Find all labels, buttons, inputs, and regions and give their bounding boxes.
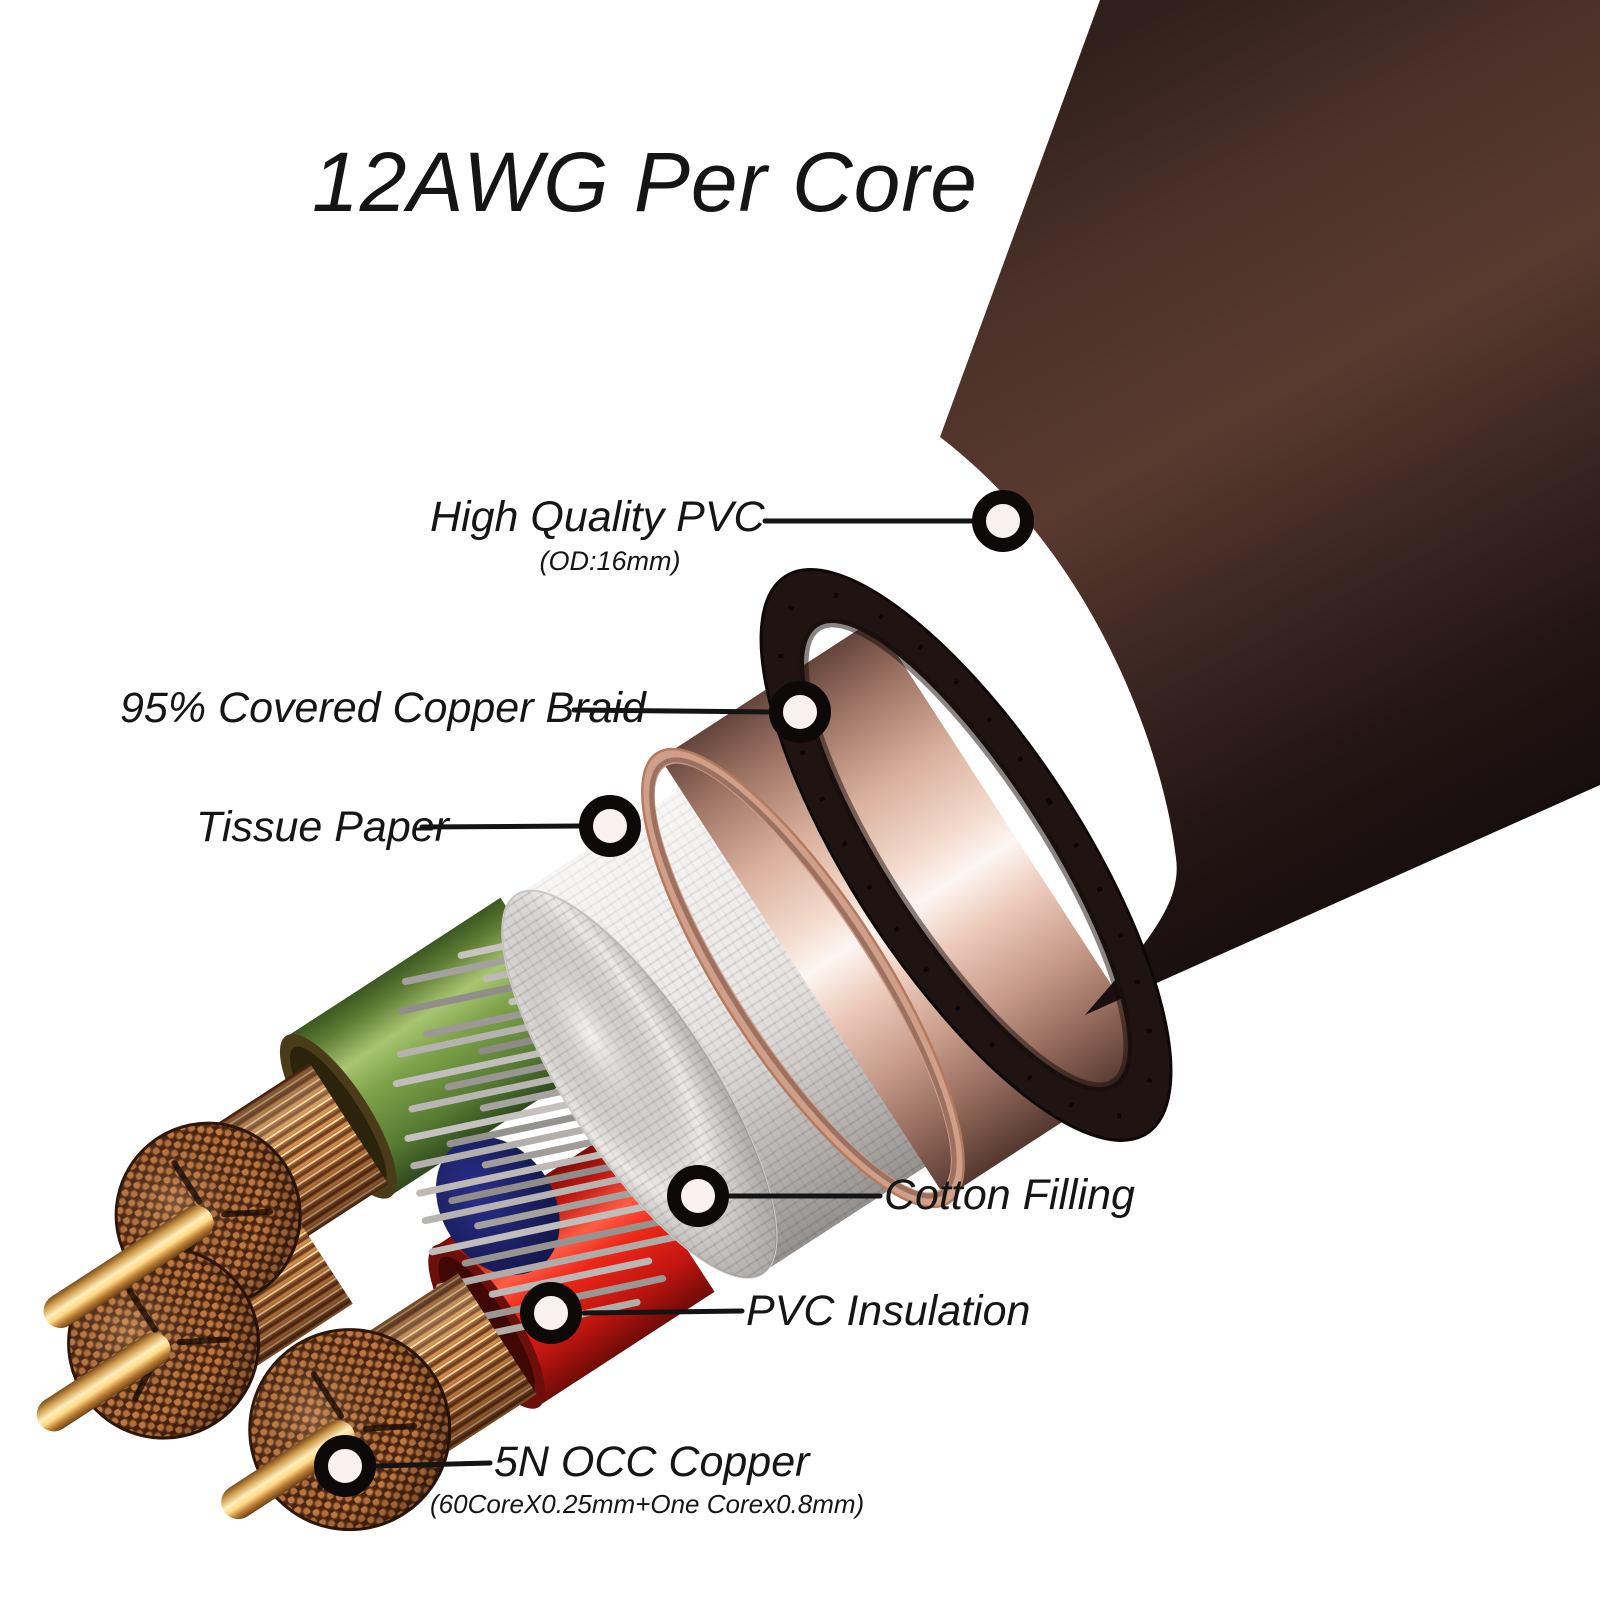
callout-label-cotton-filling: Cotton Filling <box>884 1171 1135 1219</box>
callout-line-pvc-insulation <box>581 1308 745 1316</box>
callout-lines <box>373 518 975 1469</box>
callout-line-copper-braid <box>571 707 773 715</box>
callout-dot-tissue-paper <box>579 795 641 857</box>
callout-dot-cotton-filling <box>667 1165 729 1227</box>
pvc-jacket-cut-ring <box>759 568 1173 1142</box>
diagram-title: 12AWG Per Core <box>312 135 979 229</box>
callout-sub-occ-copper: (60CoreX0.25mm+One Corex0.8mm) <box>430 1489 865 1519</box>
callout-label-high-quality-pvc: High Quality PVC <box>430 493 765 541</box>
callout-line-tissue-paper <box>419 823 583 830</box>
callout-dots <box>314 490 1034 1497</box>
occ-center-wires <box>36 1205 356 1520</box>
callout-sub-high-quality-pvc: (OD:16mm) <box>539 546 681 576</box>
callout-label-copper-braid: 95% Covered Copper Braid <box>120 684 646 732</box>
pvc-jacket-body <box>940 0 1600 1015</box>
callout-line-occ-copper <box>373 1460 493 1469</box>
callout-label-pvc-insulation: PVC Insulation <box>746 1287 1031 1335</box>
callout-label-tissue-paper: Tissue Paper <box>196 803 449 851</box>
callout-dot-copper-braid <box>769 681 831 743</box>
callout-dot-high-quality-pvc <box>972 490 1034 552</box>
callout-label-occ-copper: 5N OCC Copper <box>494 1438 810 1486</box>
callout-dot-occ-copper <box>314 1435 376 1497</box>
callout-dot-pvc-insulation <box>520 1282 582 1344</box>
